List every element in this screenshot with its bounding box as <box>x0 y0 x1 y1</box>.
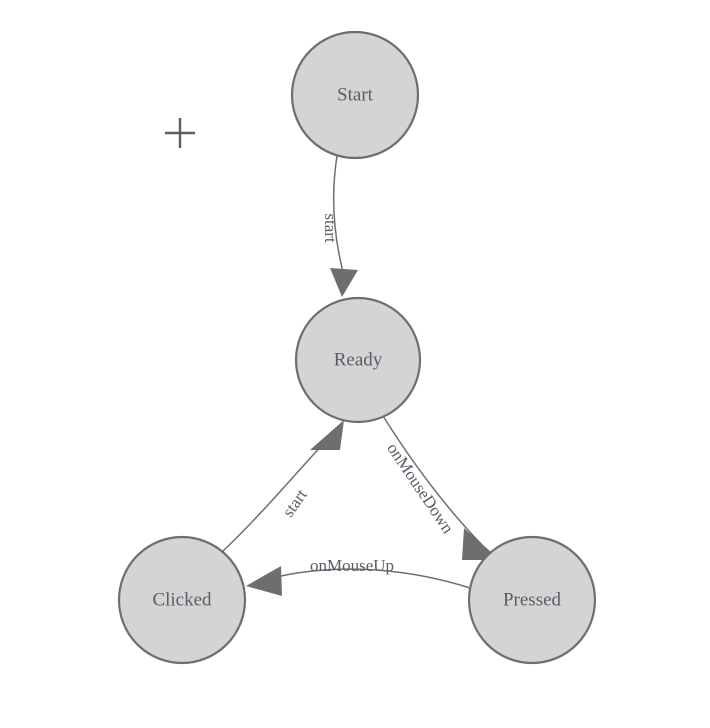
node-clicked-label: Clicked <box>152 589 212 610</box>
edge-label-clicked-to-ready: start <box>279 485 312 520</box>
node-clicked[interactable]: Clicked <box>117 535 247 665</box>
edge-start-to-ready[interactable]: start <box>321 155 358 297</box>
edge-pressed-to-clicked-arrowhead <box>246 566 282 596</box>
node-pressed[interactable]: Pressed <box>467 535 597 665</box>
crosshair-marker <box>165 118 195 148</box>
edge-ready-to-pressed[interactable]: onMouseDown <box>382 415 500 560</box>
node-ready[interactable]: Ready <box>294 296 422 424</box>
node-clicked-circle[interactable] <box>117 535 247 665</box>
edge-label-start-to-ready: start <box>321 213 340 243</box>
edge-pressed-to-clicked[interactable]: onMouseUp <box>246 556 471 596</box>
node-start-label: Start <box>337 84 374 105</box>
edge-clicked-to-ready-arrowhead <box>310 420 344 450</box>
node-start-circle[interactable] <box>290 30 420 160</box>
edge-ready-to-pressed-path <box>382 415 484 547</box>
edge-clicked-to-ready-path <box>221 441 326 553</box>
edge-start-to-ready-arrowhead <box>330 268 358 297</box>
edge-label-ready-to-pressed: onMouseDown <box>383 439 458 537</box>
node-ready-circle[interactable] <box>294 296 422 424</box>
edge-clicked-to-ready[interactable]: start <box>221 420 344 553</box>
node-pressed-circle[interactable] <box>467 535 597 665</box>
edge-label-pressed-to-clicked: onMouseUp <box>310 556 394 575</box>
node-pressed-label: Pressed <box>503 589 562 610</box>
node-start[interactable]: Start <box>290 30 420 160</box>
node-ready-label: Ready <box>334 349 383 370</box>
edge-start-to-ready-path <box>332 155 344 273</box>
edge-pressed-to-clicked-path <box>271 568 471 589</box>
